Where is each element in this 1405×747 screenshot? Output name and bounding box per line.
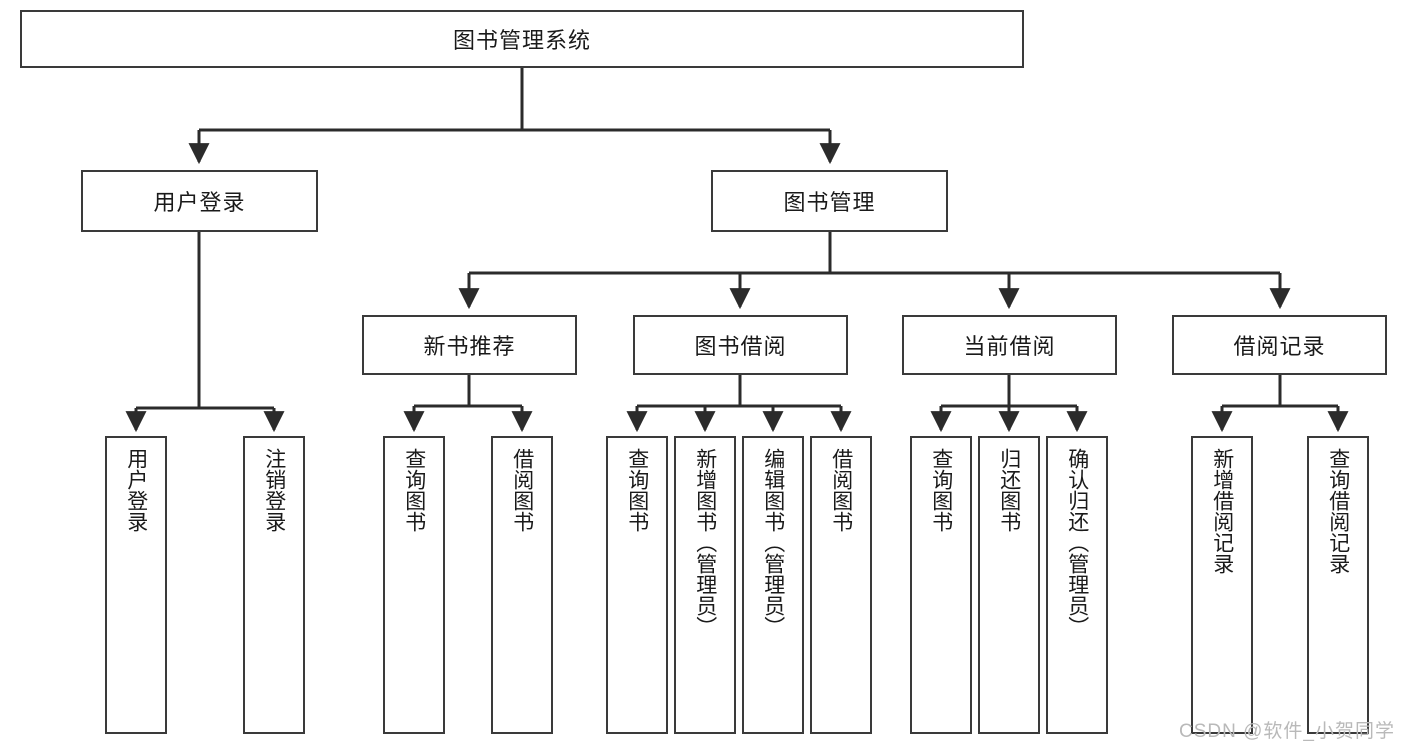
node-borrow-record[interactable]: 借阅记录: [1172, 315, 1387, 375]
leaf-label: 编辑图书（管理员）: [761, 448, 785, 637]
leaf-new-book-borrow[interactable]: 借阅图书: [491, 436, 553, 734]
node-current-borrow-label: 当前借阅: [963, 334, 1056, 359]
node-user-login[interactable]: 用户登录: [81, 170, 318, 232]
leaf-book-borrow-query[interactable]: 查询图书: [606, 436, 668, 734]
leaf-label: 查询图书: [625, 448, 649, 532]
leaf-label: 归还图书: [997, 448, 1021, 532]
leaf-book-borrow-add[interactable]: 新增图书（管理员）: [674, 436, 736, 734]
node-root[interactable]: 图书管理系统: [20, 10, 1024, 68]
node-borrow-record-label: 借阅记录: [1233, 334, 1326, 359]
leaf-current-borrow-query[interactable]: 查询图书: [910, 436, 972, 734]
leaf-label: 查询图书: [929, 448, 953, 532]
leaf-new-book-query[interactable]: 查询图书: [383, 436, 445, 734]
node-book-borrow-label: 图书借阅: [694, 334, 787, 359]
node-book-management[interactable]: 图书管理: [711, 170, 948, 232]
leaf-user-login-signin[interactable]: 用户登录: [105, 436, 167, 734]
leaf-label: 注销登录: [262, 448, 286, 532]
node-current-borrow[interactable]: 当前借阅: [902, 315, 1117, 375]
node-user-login-label: 用户登录: [153, 190, 246, 215]
leaf-label: 借阅图书: [510, 448, 534, 532]
leaf-borrow-record-query[interactable]: 查询借阅记录: [1307, 436, 1369, 734]
node-book-management-label: 图书管理: [783, 190, 876, 215]
leaf-label: 用户登录: [124, 448, 148, 532]
leaf-user-login-signout[interactable]: 注销登录: [243, 436, 305, 734]
leaf-label: 查询图书: [402, 448, 426, 532]
leaf-label: 借阅图书: [829, 448, 853, 532]
watermark: CSDN @软件_小贺同学: [1179, 721, 1395, 742]
leaf-current-borrow-return[interactable]: 归还图书: [978, 436, 1040, 734]
leaf-book-borrow-borrow[interactable]: 借阅图书: [810, 436, 872, 734]
leaf-label: 新增借阅记录: [1210, 448, 1234, 574]
leaf-label: 查询借阅记录: [1326, 448, 1350, 574]
node-new-book-recommend[interactable]: 新书推荐: [362, 315, 577, 375]
leaf-label: 新增图书（管理员）: [693, 448, 717, 637]
node-new-book-recommend-label: 新书推荐: [423, 334, 516, 359]
leaf-borrow-record-add[interactable]: 新增借阅记录: [1191, 436, 1253, 734]
leaf-current-borrow-confirm-return[interactable]: 确认归还（管理员）: [1046, 436, 1108, 734]
leaf-book-borrow-edit[interactable]: 编辑图书（管理员）: [742, 436, 804, 734]
node-book-borrow[interactable]: 图书借阅: [633, 315, 848, 375]
node-root-label: 图书管理系统: [452, 28, 591, 53]
leaf-label: 确认归还（管理员）: [1065, 448, 1089, 637]
